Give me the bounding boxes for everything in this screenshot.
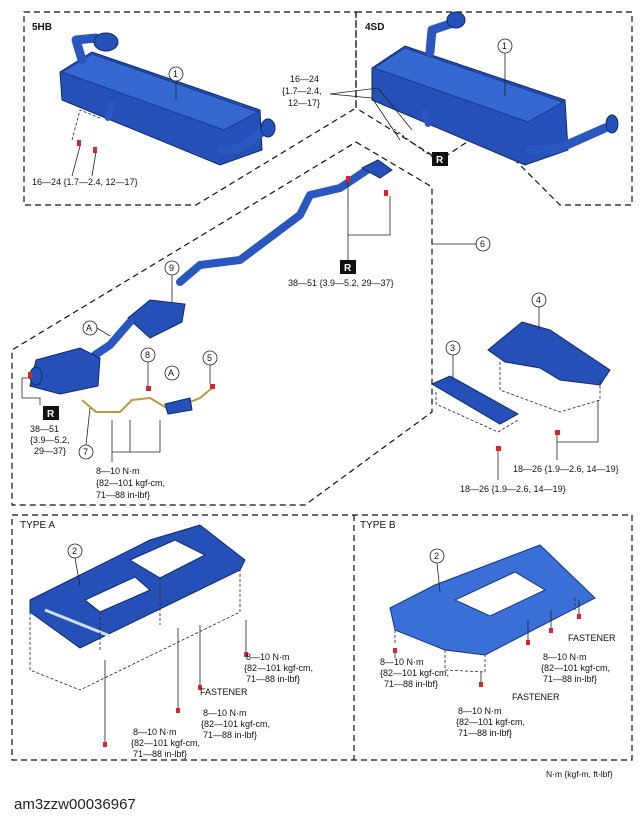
torque-joint-front-l2: {3.9—5.2, [30, 435, 70, 445]
replace-badge-upper: R [432, 152, 448, 166]
units-note: N·m {kgf-m, ft-lbf} [546, 769, 613, 779]
replace-badge-upper-label: R [436, 155, 444, 166]
fastener-type-b-1: FASTENER [568, 633, 616, 643]
torque-uc-b3-l2: {82—101 kgf-cm, [456, 717, 525, 727]
section-label-5hb: 5HB [32, 22, 52, 33]
torque-muffler-4sd-l1: 16—24 [290, 74, 319, 84]
torque-uc-a3-l3: 71—88 in-lbf} [133, 749, 187, 759]
under-cover-type-b [389, 544, 596, 656]
torque-uc-b1-l2: {82—101 kgf-cm, [541, 663, 610, 673]
replace-badge-center: R [340, 260, 356, 274]
torque-joint-front-l1: 38—51 [30, 424, 59, 434]
bracket-4 [487, 321, 611, 386]
fastener-type-b-2: FASTENER [512, 692, 560, 702]
torque-uc-a2-l2: {82—101 kgf-cm, [201, 719, 270, 729]
callout-4-label: 4 [536, 295, 541, 305]
torque-joint-front-l3: 29—37} [34, 446, 66, 456]
callout-3-label: 3 [450, 343, 455, 353]
torque-bracket-lower: 18—26 {1.9—2.6, 14—19} [460, 484, 566, 494]
torque-uc-a1-l1: 8—10 N·m [246, 652, 290, 662]
torque-sensor-l2: {82—101 kgf-cm, [96, 478, 165, 488]
torque-uc-a2-l3: 71—88 in-lbf} [203, 730, 257, 740]
torque-uc-a2-l1: 8—10 N·m [203, 708, 247, 718]
callout-1-4sd-label: 1 [502, 41, 507, 51]
ref-a-upper-label: A [86, 323, 92, 333]
torque-uc-a1-l3: 71—88 in-lbf} [246, 674, 300, 684]
callout-2-type-b-label: 2 [434, 551, 439, 561]
replace-badge-center-label: R [344, 263, 352, 274]
region-4sd-border [355, 11, 633, 206]
callout-8-label: 8 [145, 350, 150, 360]
torque-uc-a3-l2: {82—101 kgf-cm, [131, 738, 200, 748]
torque-sensor-l1: 8—10 N·m [96, 466, 140, 476]
torque-uc-b3-l1: 8—10 N·m [458, 706, 502, 716]
torque-uc-b2-l3: 71—88 in-lbf} [384, 679, 438, 689]
torque-uc-a3-l1: 8—10 N·m [133, 727, 177, 737]
callout-1-5hb-label: 1 [173, 69, 178, 79]
replace-badge-front: R [43, 406, 59, 420]
torque-joint-center: 38—51 {3.9—5.2, 29—37} [288, 278, 394, 288]
section-label-type-a: TYPE A [20, 520, 55, 531]
region-borders [11, 11, 633, 761]
callout-6-label: 6 [480, 239, 485, 249]
callout-2-type-a-label: 2 [72, 546, 77, 556]
torque-muffler-4sd-l2: {1.7—2.4, [282, 86, 322, 96]
image-caption: am3zzw00036967 [14, 796, 136, 813]
under-cover-type-a [29, 524, 246, 649]
callout-5-label: 5 [207, 353, 212, 363]
torque-uc-b3-l3: 71—88 in-lbf} [458, 728, 512, 738]
callout-7-label: 7 [83, 447, 88, 457]
torque-uc-a1-l2: {82—101 kgf-cm, [244, 663, 313, 673]
section-label-type-b: TYPE B [360, 520, 396, 531]
torque-bracket-upper: 18—26 {1.9—2.6, 14—19} [513, 464, 619, 474]
torque-uc-b1-l1: 8—10 N·m [543, 652, 587, 662]
exhaust-pipe [29, 159, 393, 395]
muffler-4sd [371, 11, 619, 166]
ref-a-lower-label: A [168, 368, 174, 378]
ref-a-lower [164, 365, 180, 381]
region-pipe-border [11, 141, 433, 506]
replace-badge-front-label: R [47, 409, 55, 420]
region-5hb-border [23, 11, 357, 206]
torque-sensor-l3: 71—88 in-lbf} [96, 490, 150, 500]
bracket-3 [430, 375, 520, 425]
torque-uc-b2-l1: 8—10 N·m [380, 657, 424, 667]
region-undercover-border [11, 514, 633, 761]
sensor-harness [81, 384, 215, 415]
section-label-4sd: 4SD [365, 22, 384, 33]
fastener-type-a: FASTENER [200, 687, 248, 697]
torque-muffler-4sd-l3: 12—17} [288, 98, 320, 108]
torque-uc-b1-l3: 71—88 in-lbf} [543, 674, 597, 684]
muffler-5hb [59, 32, 276, 166]
callout-9-label: 9 [169, 263, 174, 273]
torque-uc-b2-l2: {82—101 kgf-cm, [380, 668, 449, 678]
torque-muffler-5hb: 16—24 {1.7—2.4, 12—17} [32, 177, 138, 187]
